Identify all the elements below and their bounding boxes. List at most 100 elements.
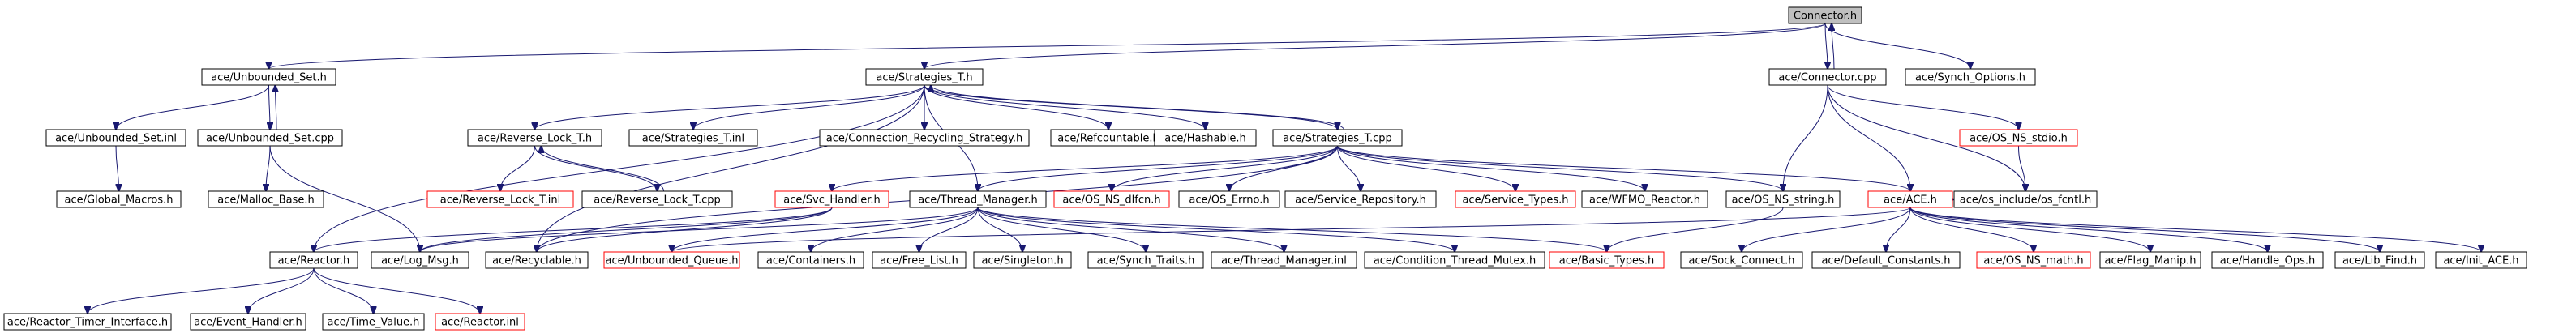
node-os-ns-stdio-h[interactable]: ace/OS_NS_stdio.h (1959, 129, 2078, 147)
node-box[interactable] (1725, 190, 1841, 208)
node-reverse-lock-t-h[interactable]: ace/Reverse_Lock_T.h (467, 129, 602, 147)
node-global-macros-h[interactable]: ace/Global_Macros.h (56, 190, 182, 208)
node-connection-recycling-strategy-h[interactable]: ace/Connection_Recycling_Strategy.h (819, 129, 1030, 147)
node-free-list-h[interactable]: ace/Free_List.h (872, 251, 967, 269)
node-box[interactable] (1768, 68, 1887, 86)
node-box[interactable] (581, 190, 733, 208)
node-condition-thread-mutex-h[interactable]: ace/Condition_Thread_Mutex.h (1364, 251, 1545, 269)
node-os-fcntl-h[interactable]: ace/os_include/os_fcntl.h (1953, 190, 2098, 208)
edge-strategies_t_cpp-to-wfmo_reactor_h (1337, 145, 1645, 191)
node-box[interactable] (1178, 190, 1280, 208)
node-service-repository-h[interactable]: ace/Service_Repository.h (1284, 190, 1437, 208)
node-box[interactable] (2211, 251, 2324, 269)
node-box[interactable] (757, 251, 864, 269)
node-malloc-base-h[interactable]: ace/Malloc_Base.h (208, 190, 324, 208)
node-box[interactable] (1211, 251, 1357, 269)
node-basic-types-h[interactable]: ace/Basic_Types.h (1549, 251, 1665, 269)
node-synch-traits-h[interactable]: ace/Synch_Traits.h (1087, 251, 1204, 269)
node-reverse-lock-t-inl[interactable]: ace/Reverse_Lock_T.inl (426, 190, 574, 208)
node-wfmo-reactor-h[interactable]: ace/WFMO_Reactor.h (1581, 190, 1708, 208)
node-thread-manager-inl[interactable]: ace/Thread_Manager.inl (1211, 251, 1357, 269)
node-box[interactable] (371, 251, 469, 269)
node-box[interactable] (467, 129, 602, 147)
node-box[interactable] (1581, 190, 1708, 208)
node-reactor-inl[interactable]: ace/Reactor.inl (435, 313, 525, 331)
node-box[interactable] (774, 190, 889, 208)
node-log-msg-h[interactable]: ace/Log_Msg.h (371, 251, 469, 269)
node-box[interactable] (1953, 190, 2098, 208)
node-box[interactable] (1788, 6, 1862, 24)
node-box[interactable] (2099, 251, 2201, 269)
node-svc-handler-h[interactable]: ace/Svc_Handler.h (774, 190, 889, 208)
node-recyclable-h[interactable]: ace/Recyclable.h (485, 251, 589, 269)
node-reactor-timer-interface-h[interactable]: ace/Reactor_Timer_Interface.h (3, 313, 172, 331)
node-box[interactable] (56, 190, 182, 208)
node-containers-h[interactable]: ace/Containers.h (757, 251, 864, 269)
node-box[interactable] (1976, 251, 2091, 269)
node-reverse-lock-t-cpp[interactable]: ace/Reverse_Lock_T.cpp (581, 190, 733, 208)
node-box[interactable] (865, 68, 984, 86)
node-box[interactable] (1087, 251, 1204, 269)
node-service-types-h[interactable]: ace/Service_Types.h (1455, 190, 1576, 208)
node-synch-options-h[interactable]: ace/Synch_Options.h (1905, 68, 2036, 86)
node-thread-manager-h[interactable]: ace/Thread_Manager.h (909, 190, 1047, 208)
node-box[interactable] (426, 190, 574, 208)
node-box[interactable] (45, 129, 186, 147)
node-unbounded-set-cpp[interactable]: ace/Unbounded_Set.cpp (197, 129, 343, 147)
node-sock-connect-h[interactable]: ace/Sock_Connect.h (1680, 251, 1803, 269)
node-box[interactable] (3, 313, 172, 331)
node-os-ns-math-h[interactable]: ace/OS_NS_math.h (1976, 251, 2091, 269)
node-connector-h[interactable]: Connector.h (1788, 6, 1862, 24)
node-refcountable-h[interactable]: ace/Refcountable.h (1050, 129, 1167, 147)
node-box[interactable] (1867, 190, 1953, 208)
node-box[interactable] (2435, 251, 2527, 269)
node-flag-manip-h[interactable]: ace/Flag_Manip.h (2099, 251, 2201, 269)
node-os-errno-h[interactable]: ace/OS_Errno.h (1178, 190, 1280, 208)
node-unbounded-set-inl[interactable]: ace/Unbounded_Set.inl (45, 129, 186, 147)
node-box[interactable] (197, 129, 343, 147)
node-reactor-h[interactable]: ace/Reactor.h (269, 251, 358, 269)
node-box[interactable] (1364, 251, 1545, 269)
node-strategies-t-inl[interactable]: ace/Strategies_T.inl (628, 129, 758, 147)
node-box[interactable] (190, 313, 306, 331)
node-connector-cpp[interactable]: ace/Connector.cpp (1768, 68, 1887, 86)
node-box[interactable] (1455, 190, 1576, 208)
node-default-constants-h[interactable]: ace/Default_Constants.h (1811, 251, 1961, 269)
node-handle-ops-h[interactable]: ace/Handle_Ops.h (2211, 251, 2324, 269)
node-box[interactable] (628, 129, 758, 147)
node-box[interactable] (269, 251, 358, 269)
node-box[interactable] (485, 251, 589, 269)
node-unbounded-queue-h[interactable]: ace/Unbounded_Queue.h (603, 251, 740, 269)
node-box[interactable] (2334, 251, 2425, 269)
node-box[interactable] (1154, 129, 1257, 147)
node-box[interactable] (1680, 251, 1803, 269)
node-box[interactable] (1905, 68, 2036, 86)
node-event-handler-h[interactable]: ace/Event_Handler.h (190, 313, 306, 331)
node-singleton-h[interactable]: ace/Singleton.h (973, 251, 1072, 269)
node-time-value-h[interactable]: ace/Time_Value.h (322, 313, 425, 331)
node-box[interactable] (819, 129, 1030, 147)
node-box[interactable] (208, 190, 324, 208)
node-box[interactable] (201, 68, 336, 86)
node-unbounded-set-h[interactable]: ace/Unbounded_Set.h (201, 68, 336, 86)
node-box[interactable] (322, 313, 425, 331)
node-box[interactable] (909, 190, 1047, 208)
node-box[interactable] (1284, 190, 1437, 208)
node-strategies-t-h[interactable]: ace/Strategies_T.h (865, 68, 984, 86)
node-os-ns-string-h[interactable]: ace/OS_NS_string.h (1725, 190, 1841, 208)
node-hashable-h[interactable]: ace/Hashable.h (1154, 129, 1257, 147)
node-box[interactable] (1549, 251, 1665, 269)
node-init-ace-h[interactable]: ace/Init_ACE.h (2435, 251, 2527, 269)
node-strategies-t-cpp[interactable]: ace/Strategies_T.cpp (1272, 129, 1403, 147)
node-lib-find-h[interactable]: ace/Lib_Find.h (2334, 251, 2425, 269)
node-box[interactable] (1053, 190, 1170, 208)
node-box[interactable] (603, 251, 740, 269)
node-box[interactable] (872, 251, 967, 269)
node-box[interactable] (1272, 129, 1403, 147)
node-box[interactable] (1959, 129, 2078, 147)
node-ace-h[interactable]: ace/ACE.h (1867, 190, 1953, 208)
node-os-ns-dlfcn-h[interactable]: ace/OS_NS_dlfcn.h (1053, 190, 1170, 208)
node-box[interactable] (435, 313, 525, 331)
node-box[interactable] (973, 251, 1072, 269)
node-box[interactable] (1811, 251, 1961, 269)
